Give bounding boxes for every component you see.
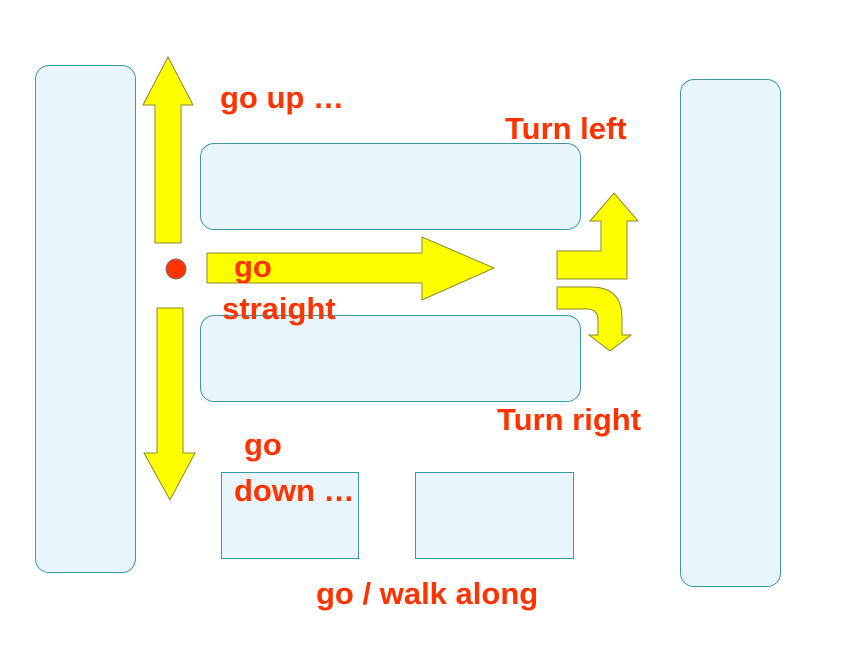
straight-arrow	[206, 236, 496, 301]
label-go-straight-line1: go	[234, 249, 272, 284]
small-building-right	[415, 472, 574, 559]
upper-center-building	[200, 143, 581, 230]
turn-right-arrow	[556, 286, 633, 352]
label-walk-along: go / walk along	[316, 576, 539, 611]
label-go-straight-line2: straight	[222, 291, 336, 326]
right-tall-building	[680, 79, 781, 587]
start-dot	[165, 258, 187, 280]
left-tall-building	[35, 65, 136, 573]
label-go-up: go up …	[220, 80, 344, 115]
turn-left-arrow	[556, 192, 640, 280]
down-arrow	[143, 307, 196, 502]
label-turn-left: Turn left	[505, 111, 627, 146]
label-go-down-line2: down …	[234, 473, 355, 508]
label-turn-right: Turn right	[497, 402, 642, 437]
small-building-left	[221, 472, 359, 559]
up-arrow	[142, 55, 194, 244]
lower-center-building	[200, 315, 581, 402]
label-go-down-line1: go	[244, 427, 282, 462]
